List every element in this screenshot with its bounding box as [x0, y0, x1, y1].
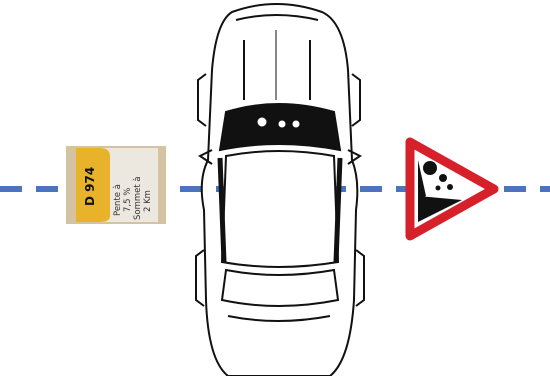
illustration: D 974 Pente à 7,5 % Sommet à 2 Km — [0, 0, 550, 376]
warning-sign — [0, 0, 550, 376]
